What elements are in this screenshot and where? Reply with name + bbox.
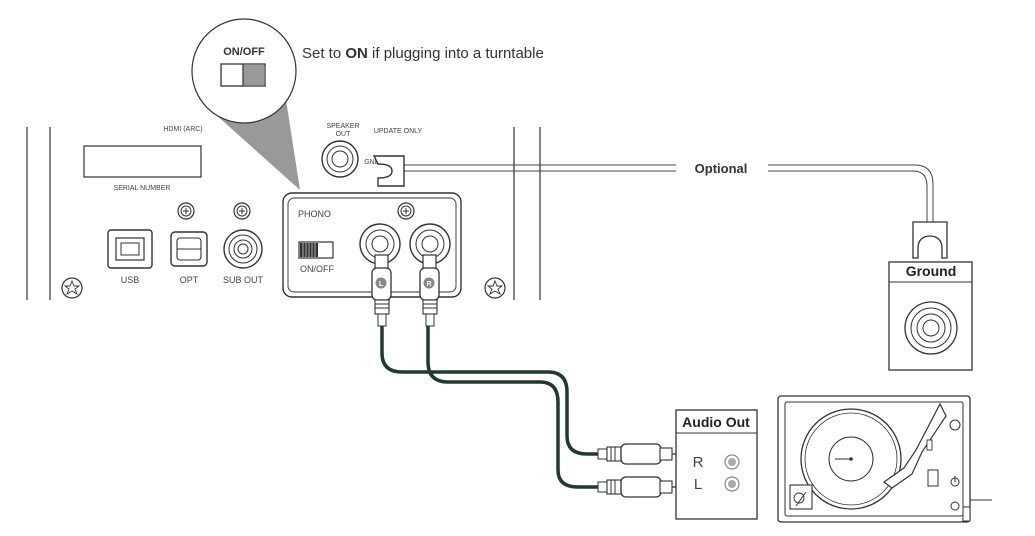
star-screw-icon [61,277,83,299]
screw-icon [397,202,415,220]
star-screw-icon [484,277,506,299]
optical-port [170,231,208,267]
ground-wire [404,164,934,222]
ground-title: Ground [906,263,957,279]
usb-port [107,229,153,269]
plug-left-label: L [379,281,384,288]
hdmi-label: HDMI (ARC) [163,126,202,133]
sub-out-label: SUB OUT [223,275,264,285]
screw-icon [233,202,251,220]
callout-switch-label: ON/OFF [223,46,265,58]
speaker-out-jack [321,140,359,178]
audio-out-l-label: L [694,476,702,493]
rca-plug-audio-out-l [597,476,682,498]
audio-out-title: Audio Out [682,414,750,430]
ground-device [888,261,973,371]
rca-plug-audio-out-r [597,443,682,465]
speaker-out-label-line1: SPEAKER [326,123,359,130]
rca-plug-left: L [371,254,392,327]
phono-label: PHONO [298,209,331,219]
plug-right-label: R [426,281,431,288]
speaker-out-label-line2: OUT [336,131,352,138]
ground-jack [904,301,958,355]
switch-callout: ON/OFF [191,18,300,190]
ground-fork-terminal [912,221,948,259]
rear-panel: HDMI (ARC) SERIAL NUMBER USB OPT [26,123,541,300]
optional-label: Optional [695,161,748,176]
sub-out-jack [223,229,263,269]
rca-jack-right [409,223,451,265]
opt-label: OPT [180,275,199,285]
callout-switch [220,63,266,87]
audio-out-jack-l [724,476,740,492]
audio-out-box [675,409,758,520]
phono-module: PHONO ON/OFF [282,192,462,298]
turntable-icon [777,395,992,523]
phono-switch[interactable] [298,241,334,259]
gnd-terminal [372,155,405,187]
rca-cables [380,323,602,489]
serial-number-label: SERIAL NUMBER [114,185,171,192]
update-only-label: UPDATE ONLY [374,128,423,135]
serial-number-box [83,145,202,178]
rca-plug-right: R [419,254,440,327]
screw-icon [177,202,195,220]
callout-instruction: Set to ON if plugging into a turntable [302,45,544,62]
audio-out-jack-r [724,454,740,470]
audio-out-r-label: R [693,454,704,471]
usb-label: USB [121,275,140,285]
phono-switch-label: ON/OFF [300,264,334,274]
gnd-label: GND [364,159,380,166]
